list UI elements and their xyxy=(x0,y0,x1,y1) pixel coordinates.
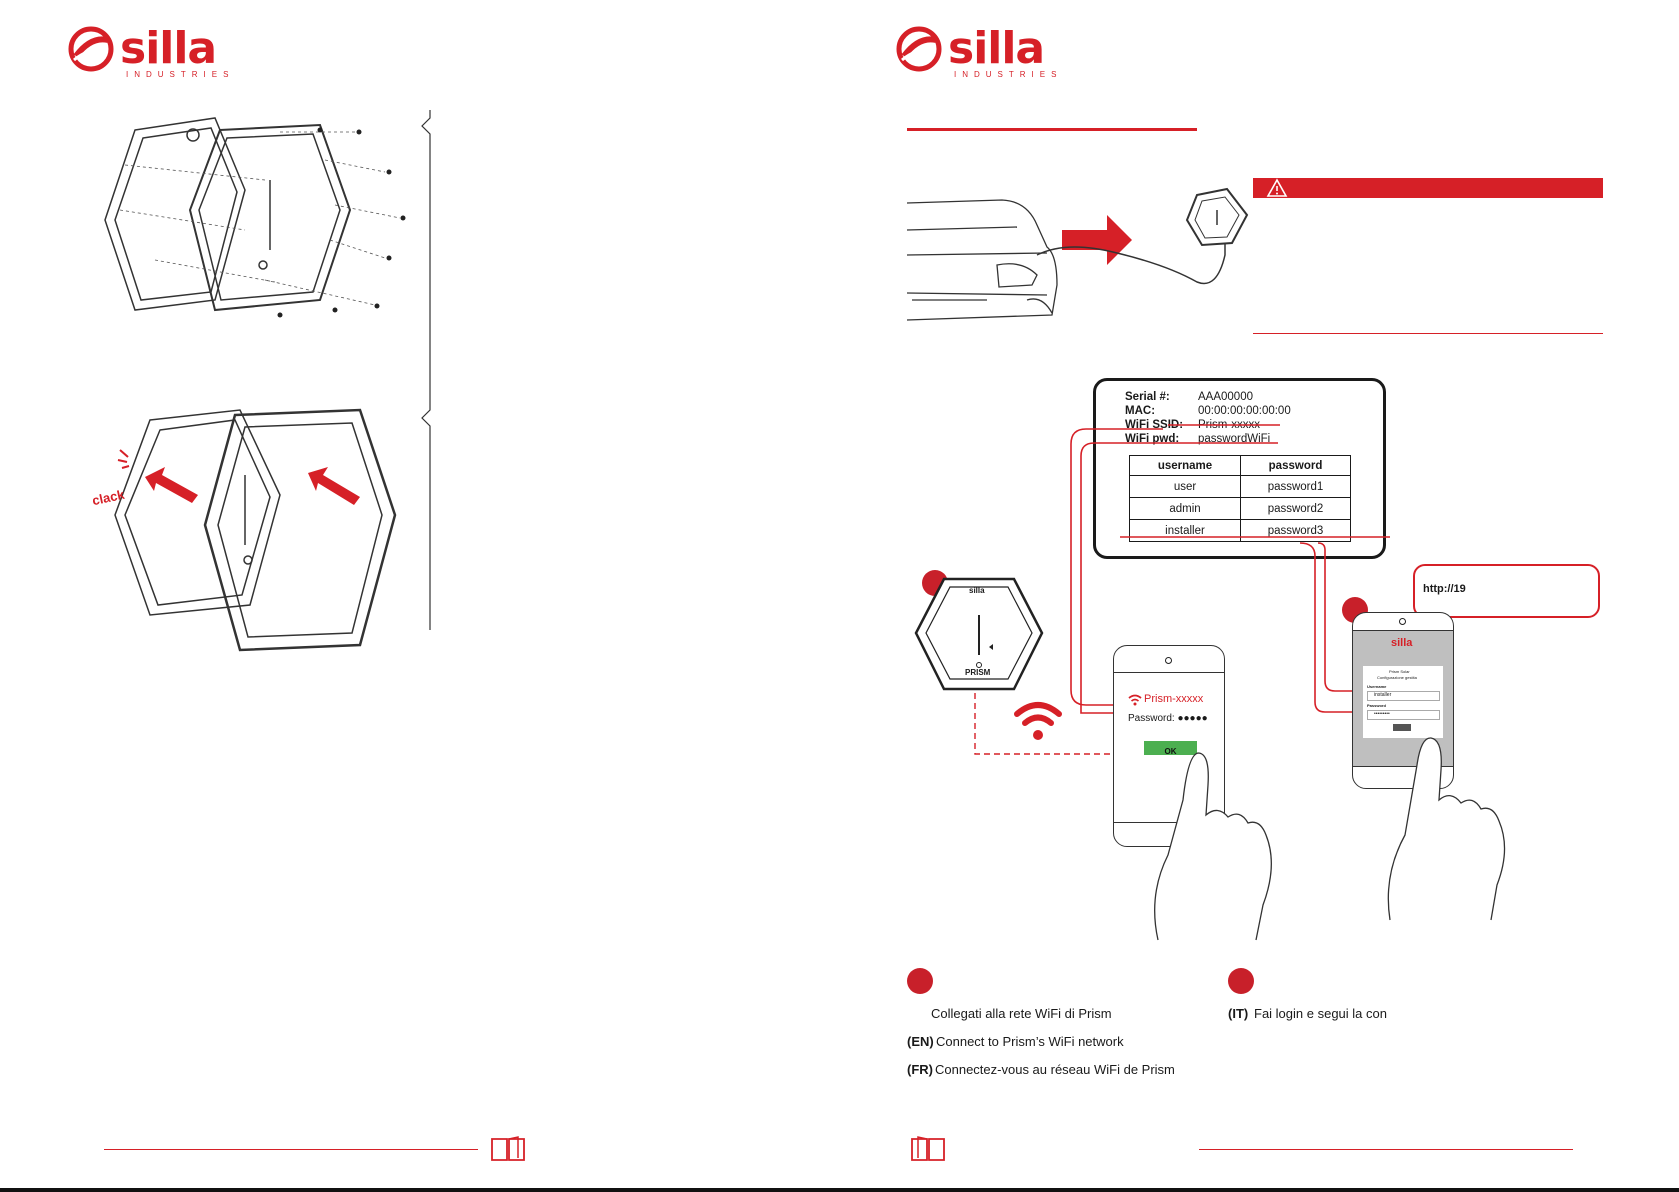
arrow-right-icon xyxy=(1062,215,1132,265)
prism-device-drawing xyxy=(914,577,1044,691)
warning-header-bar xyxy=(1253,178,1603,198)
bracket-line xyxy=(421,110,431,630)
phone2-screen: silla Prism Solar Configurazione gestita… xyxy=(1353,630,1453,767)
brand-wordmark: silla xyxy=(948,23,1045,74)
step2-it-text: Fai login e segui la con xyxy=(1254,1006,1387,1021)
ok-button-label: OK xyxy=(1164,747,1177,756)
brand-subtitle: INDUSTRIES xyxy=(954,70,1063,79)
login-panel: Prism Solar Configurazione gestita Usern… xyxy=(1363,666,1443,738)
phone-login: silla Prism Solar Configurazione gestita… xyxy=(1352,612,1454,789)
password-input[interactable]: ••••••••• xyxy=(1367,710,1440,720)
table-row: admin password2 xyxy=(1129,497,1351,520)
step1-fr-text: Connectez-vous au réseau WiFi de Prism xyxy=(935,1062,1175,1077)
footer-rule-left xyxy=(104,1149,478,1150)
phone-screen-bottom-rule xyxy=(1114,822,1224,823)
username-input[interactable]: installer xyxy=(1367,691,1440,701)
username-label: Username xyxy=(1367,684,1387,689)
credentials-table: username password user password1 admin p… xyxy=(1129,455,1351,542)
brand-logo-left: silla INDUSTRIES xyxy=(68,23,228,79)
phone-screen-top-rule xyxy=(1114,672,1224,673)
phone-camera xyxy=(1399,618,1406,625)
brand-wordmark: silla xyxy=(120,23,217,74)
device-label-card: Serial #: AAA00000 MAC: 00:00:00:00:00:0… xyxy=(1093,378,1386,559)
serial-key: Serial #: xyxy=(1125,391,1170,403)
wifi-icon xyxy=(1014,702,1062,740)
wifi-small-icon xyxy=(1128,694,1142,706)
url-text: http://19 xyxy=(1423,583,1466,595)
phone1-ssid[interactable]: Prism-xxxxx xyxy=(1144,693,1204,705)
device-label: PRISM xyxy=(965,668,991,677)
step-1-dot xyxy=(907,968,933,994)
login-title: Prism Solar xyxy=(1389,669,1410,674)
phone1-password[interactable]: Password: ●●●●● xyxy=(1128,713,1208,724)
mac-value: 00:00:00:00:00:00 xyxy=(1198,405,1291,417)
table-header: password xyxy=(1240,455,1351,476)
warning-triangle-icon xyxy=(1266,178,1288,197)
url-bubble: http://19 xyxy=(1413,564,1600,618)
cover-assembly-drawing xyxy=(104,117,406,318)
step-2-dot xyxy=(1228,968,1254,994)
brand-subtitle: INDUSTRIES xyxy=(126,70,235,79)
ssid-key: WiFi SSID: xyxy=(1125,419,1184,431)
step2-it-tag: (IT) xyxy=(1228,1006,1249,1021)
step1-en-text: Connect to Prism’s WiFi network xyxy=(936,1034,1124,1049)
step1-fr-tag: (FR) xyxy=(907,1062,933,1077)
table-header: username xyxy=(1129,455,1241,476)
brand-logo-right: silla INDUSTRIES xyxy=(896,23,1056,79)
title-rule xyxy=(907,128,1197,131)
warning-bottom-rule xyxy=(1253,333,1603,334)
phone2-brand: silla xyxy=(1391,637,1413,649)
serial-value: AAA00000 xyxy=(1198,391,1253,403)
wifi-pwd-key: WiFi pwd: xyxy=(1125,433,1180,445)
login-subtitle: Configurazione gestita xyxy=(1377,675,1417,680)
hand-pointer-icon xyxy=(1154,752,1272,941)
step1-it-text: Collegati alla rete WiFi di Prism xyxy=(931,1006,1112,1021)
hand-pointer-icon xyxy=(1387,737,1506,921)
bottom-edge-strip xyxy=(0,1188,1679,1192)
mac-key: MAC: xyxy=(1125,405,1156,417)
wall-charger-icon xyxy=(1185,187,1249,247)
book-icon-left xyxy=(491,1136,525,1161)
device-brand: silla xyxy=(969,586,985,595)
phone-camera xyxy=(1165,657,1172,664)
book-icon-right xyxy=(911,1136,945,1161)
password-label: Password xyxy=(1367,703,1386,708)
silla-logo-icon xyxy=(896,26,942,72)
login-button[interactable] xyxy=(1393,724,1411,731)
step1-en-tag: (EN) xyxy=(907,1034,934,1049)
silla-logo-icon xyxy=(68,26,114,72)
car-charging-illustration xyxy=(906,187,1249,321)
wifi-pwd-value: passwordWiFi xyxy=(1198,433,1271,445)
table-row: user password1 xyxy=(1129,475,1351,498)
cover-clip-drawing xyxy=(114,408,397,652)
footer-rule-right xyxy=(1199,1149,1573,1150)
ok-button[interactable]: OK xyxy=(1144,741,1197,756)
ssid-value: Prism-xxxxx xyxy=(1198,419,1260,431)
table-row: installer password3 xyxy=(1129,519,1351,542)
